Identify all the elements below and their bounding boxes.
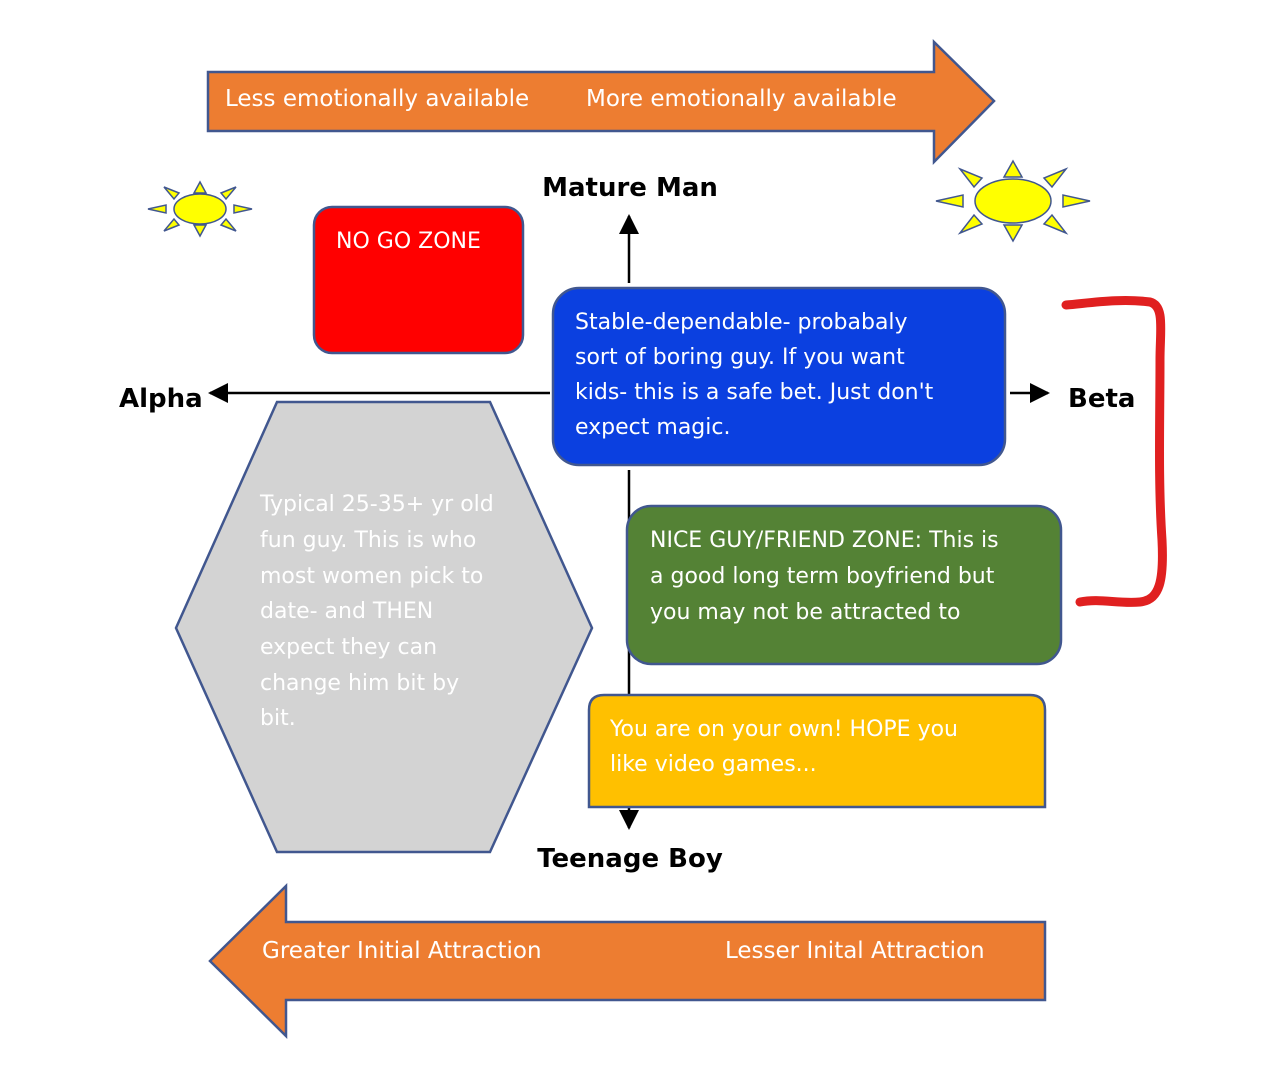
typical-guy-text-line: bit.: [260, 706, 296, 731]
sun-icon: [935, 159, 1091, 243]
typical-guy-text-line: change him bit by: [260, 671, 459, 696]
top-arrow-left-label: Less emotionally available: [225, 86, 529, 112]
bottom-arrow: Greater Initial Attraction Lesser Inital…: [208, 883, 1047, 1039]
stable-text-line: sort of boring guy. If you want: [575, 345, 905, 370]
stable-text-line: expect magic.: [575, 415, 730, 440]
typical-guy-text-line: date- and THEN: [260, 599, 433, 624]
typical-guy-text-line: Typical 25-35+ yr old: [259, 492, 494, 517]
axis-label-bottom: Teenage Boy: [537, 844, 723, 874]
no-go-zone-label: NO GO ZONE: [336, 229, 481, 254]
bottom-arrow-shape: [208, 883, 1047, 1039]
stable-dependable-box: Stable-dependable- probabaly sort of bor…: [551, 286, 1007, 467]
on-your-own-text-line: You are on your own! HOPE you: [609, 717, 958, 742]
bottom-arrow-left-label: Greater Initial Attraction: [262, 938, 542, 964]
typical-guy-hexagon: Typical 25-35+ yr old fun guy. This is w…: [174, 400, 594, 854]
axis-label-top: Mature Man: [542, 173, 718, 203]
bottom-arrow-right-label: Lesser Inital Attraction: [725, 938, 985, 964]
typical-guy-text-line: most women pick to: [260, 564, 483, 589]
on-your-own-text-line: like video games...: [610, 752, 817, 777]
nice-guy-text-line: a good long term boyfriend but: [650, 564, 995, 589]
axis-label-right: Beta: [1068, 384, 1135, 414]
top-arrow: Less emotionally available More emotiona…: [206, 39, 996, 166]
nice-guy-text-line: NICE GUY/FRIEND ZONE: This is: [650, 528, 999, 553]
red-bracket: [1061, 296, 1167, 607]
nice-guy-text-line: you may not be attracted to: [650, 600, 960, 625]
no-go-zone-box: NO GO ZONE: [312, 205, 525, 355]
typical-guy-text-line: fun guy. This is who: [260, 528, 476, 553]
stable-text-line: kids- this is a safe bet. Just don't: [575, 380, 934, 405]
axis-label-left: Alpha: [119, 384, 203, 414]
top-arrow-shape: [206, 39, 996, 166]
stable-text-line: Stable-dependable- probabaly: [575, 310, 908, 335]
typical-guy-text-line: expect they can: [260, 635, 437, 660]
sun-icon: [147, 180, 253, 238]
nice-guy-box: NICE GUY/FRIEND ZONE: This is a good lon…: [625, 504, 1063, 666]
top-arrow-right-label: More emotionally available: [586, 86, 897, 112]
on-your-own-box: You are on your own! HOPE you like video…: [587, 693, 1047, 809]
